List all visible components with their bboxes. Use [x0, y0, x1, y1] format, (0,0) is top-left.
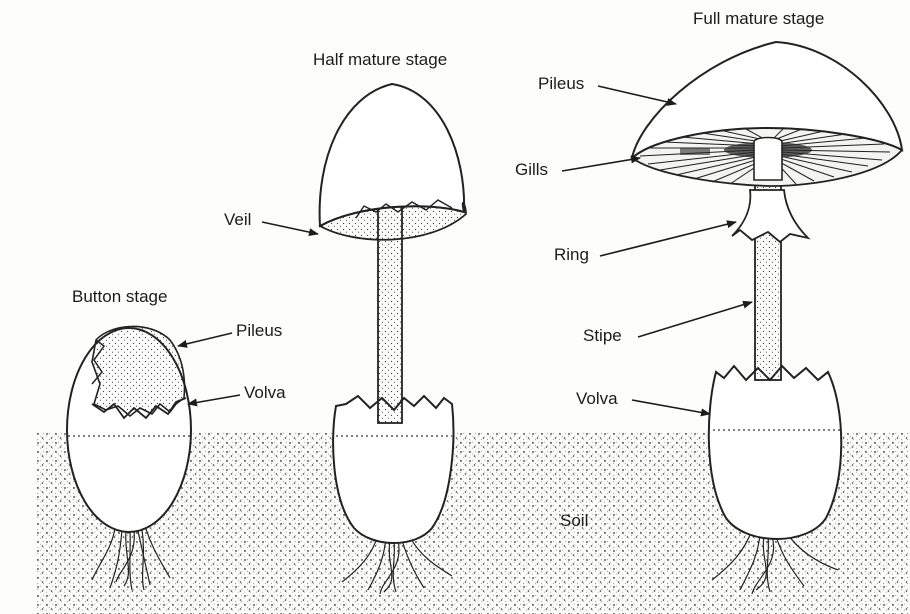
full-mature-stage-title: Full mature stage: [693, 10, 824, 27]
full-mature-volva-label: Volva: [576, 390, 618, 407]
full-mature-ring: [732, 190, 808, 242]
button-pileus-label: Pileus: [236, 322, 282, 339]
button-stage-title: Button stage: [72, 288, 167, 305]
soil-label: Soil: [560, 512, 588, 529]
full-mature-gills-label: Gills: [515, 161, 548, 178]
half-mature-pileus: [320, 84, 465, 226]
button-volva-label: Volva: [244, 384, 286, 401]
half-mature-veil-label: Veil: [224, 211, 251, 228]
full-mature-ring-label: Ring: [554, 246, 589, 263]
half-mature-stage-title: Half mature stage: [313, 51, 447, 68]
full-mature-volva: [709, 366, 841, 539]
full-mature-stipe-label: Stipe: [583, 327, 622, 344]
full-mature-pileus-label: Pileus: [538, 75, 584, 92]
button-pileus: [92, 326, 184, 416]
